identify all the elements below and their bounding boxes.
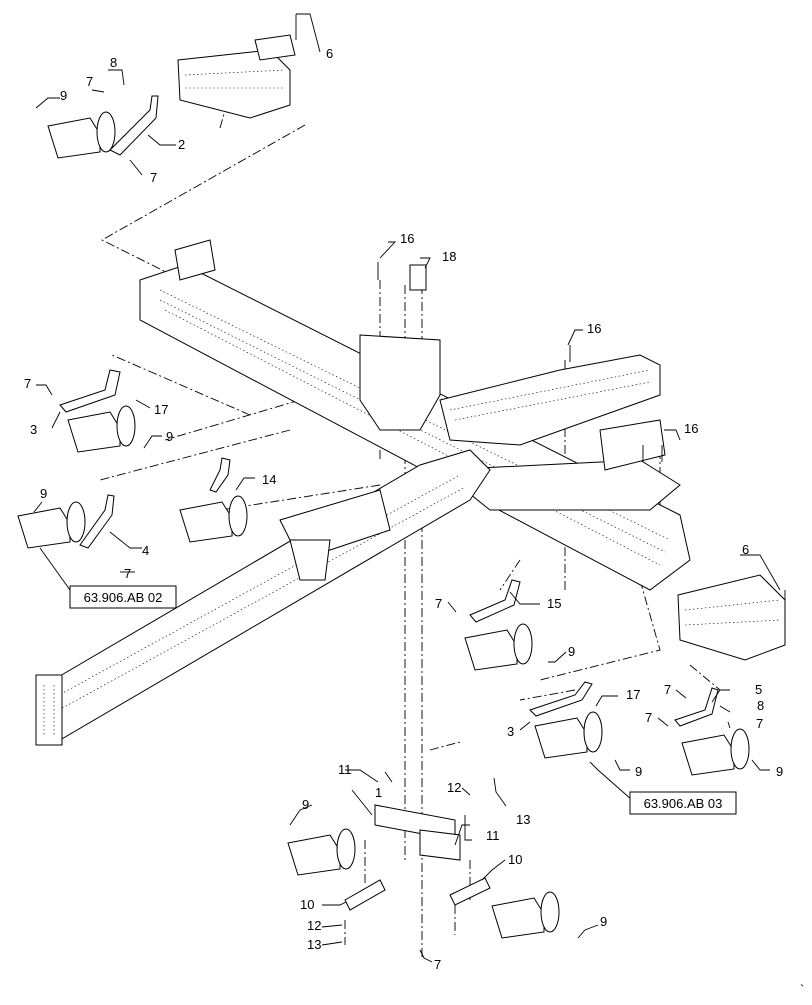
callout-number: 5 <box>755 682 762 697</box>
callout-number: 7 <box>664 682 671 697</box>
callout-number: 7 <box>124 566 131 581</box>
callout-number: 9 <box>600 914 607 929</box>
callout-number: 7 <box>435 596 442 611</box>
reference-box-2[interactable]: 63.906.AB 03 <box>629 791 737 815</box>
callout-number: 4 <box>142 543 149 558</box>
callout-number: 7 <box>645 710 652 725</box>
reference-label: 63.906.AB 02 <box>84 590 163 605</box>
callout-number: 15 <box>547 596 561 611</box>
row-unit <box>464 623 533 671</box>
callout-number: 17 <box>154 402 168 417</box>
callout-number: 9 <box>40 486 47 501</box>
callout-number: 10 <box>508 852 522 867</box>
callout-number: 9 <box>60 88 67 103</box>
reference-label: 63.906.AB 03 <box>644 796 723 811</box>
callout-number: 9 <box>166 429 173 444</box>
callout-number: 8 <box>757 698 764 713</box>
callout-number: 9 <box>635 764 642 779</box>
hitch-assembly-top <box>177 14 297 119</box>
row-unit <box>67 405 136 453</box>
callout-number: 12 <box>307 918 321 933</box>
callout-number: 1 <box>375 785 382 800</box>
callout-number: 11 <box>338 762 352 777</box>
row-unit <box>179 495 248 543</box>
callout-number: 3 <box>507 724 514 739</box>
row-unit <box>287 828 356 876</box>
callout-labels: 1 2 3 3 4 5 6 6 7 7 7 7 7 7 7 7 7 8 8 9 … <box>24 46 804 997</box>
callout-number: 17 <box>626 687 640 702</box>
leader-lines <box>33 13 781 963</box>
row-units <box>17 111 750 939</box>
callout-number: 2 <box>178 137 185 152</box>
callout-number: 8 <box>110 55 117 70</box>
callout-number: 16 <box>587 321 601 336</box>
callout-number: 7 <box>756 716 763 731</box>
callout-number: 16 <box>400 231 414 246</box>
callout-number: 13 <box>307 937 321 952</box>
callout-number: 6 <box>326 46 333 61</box>
callout-number: 9 <box>568 644 575 659</box>
toolbar-frame <box>35 239 691 746</box>
callout-number: 6 <box>742 542 749 557</box>
callout-number: 3 <box>30 422 37 437</box>
reference-box-1[interactable]: 63.906.AB 02 <box>69 585 177 609</box>
callout-number: 13 <box>516 812 530 827</box>
callout-number: 10 <box>300 897 314 912</box>
callout-number: 11 <box>486 828 500 843</box>
callout-number: 9 <box>302 797 309 812</box>
callout-number: 7 <box>24 376 31 391</box>
callout-number: 12 <box>447 780 461 795</box>
hardware <box>377 262 663 841</box>
row-unit <box>681 728 750 776</box>
callout-number: 7 <box>150 170 157 185</box>
callout-number: 7 <box>86 74 93 89</box>
callout-number: 14 <box>262 472 276 487</box>
callout-number: 7 <box>434 957 441 972</box>
callout-number: 16 <box>684 421 698 436</box>
row-unit <box>491 891 560 939</box>
hitch-assembly-right <box>677 574 786 661</box>
row-unit <box>47 111 116 159</box>
callout-number: 9 <box>776 764 783 779</box>
corner-mark: ` <box>800 982 804 997</box>
row-unit <box>534 711 603 759</box>
callout-number: 18 <box>442 249 456 264</box>
row-unit <box>17 501 86 549</box>
mounting-brackets <box>59 95 719 911</box>
